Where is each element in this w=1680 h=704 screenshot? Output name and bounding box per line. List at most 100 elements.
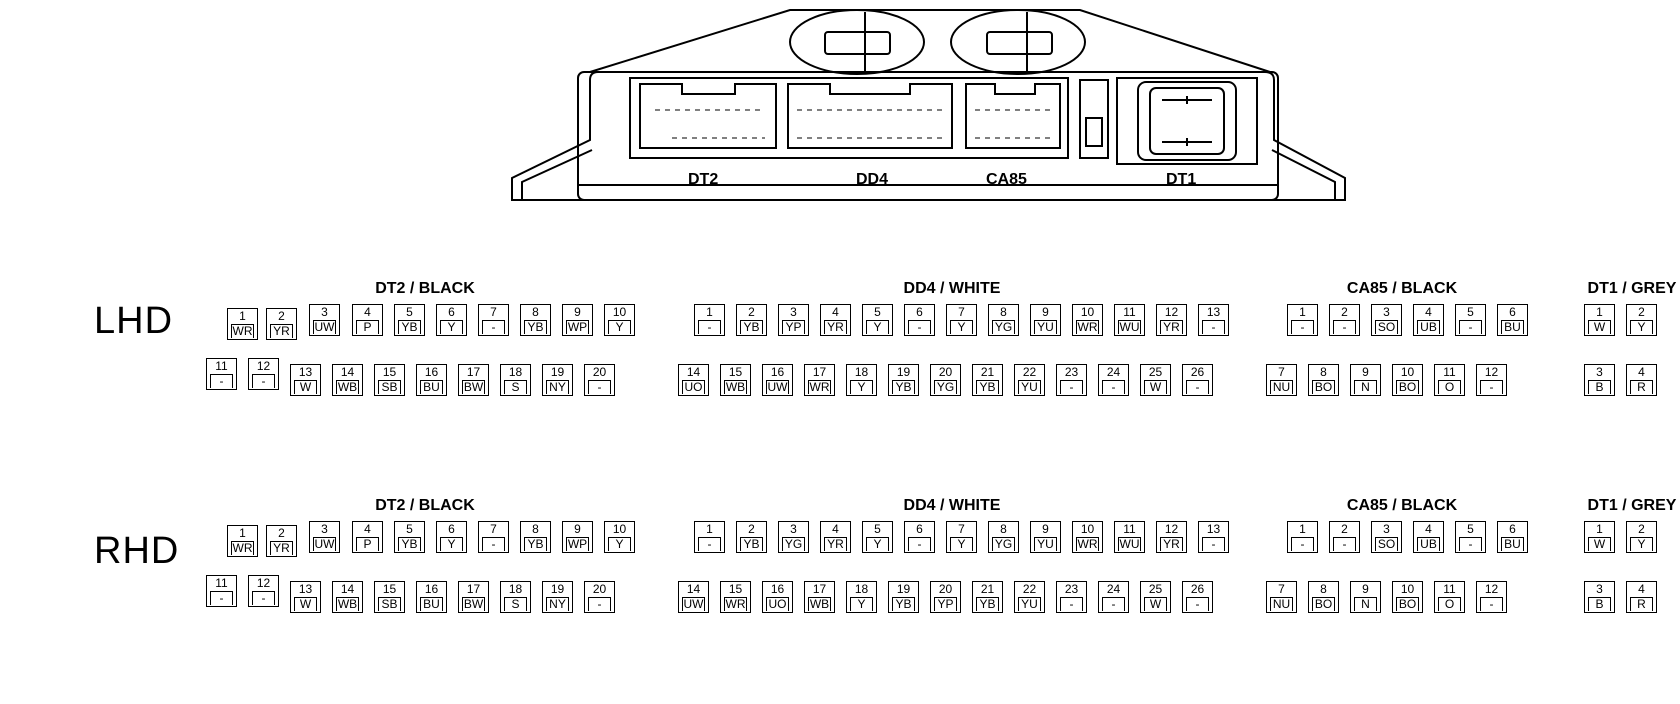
pin-wire-color: - xyxy=(1333,537,1356,551)
pin-number: 18 xyxy=(854,582,869,596)
pin-number: 20 xyxy=(938,582,953,596)
pin-wire-color: - xyxy=(1186,380,1209,394)
pin-wire-color: YP xyxy=(782,320,805,334)
pin-wire-color: WR xyxy=(808,380,831,394)
pin-number: 4 xyxy=(832,522,839,536)
pin-number: 15 xyxy=(728,582,743,596)
pin-wire-color: YR xyxy=(270,324,293,338)
pin-number: 4 xyxy=(1638,582,1645,596)
pin-number: 19 xyxy=(896,365,911,379)
pin-number: 17 xyxy=(466,582,481,596)
pin-wire-color: - xyxy=(698,320,721,334)
pin-wire-color: P xyxy=(356,320,379,334)
pin-number: 12 xyxy=(1484,582,1499,596)
pin-number: 21 xyxy=(980,365,995,379)
pin-wire-color: YB xyxy=(892,380,915,394)
pin-number: 8 xyxy=(1320,365,1327,379)
control-module-drawing xyxy=(511,9,1346,201)
pin-number: 10 xyxy=(1080,305,1095,319)
pin-number: 20 xyxy=(592,582,607,596)
pin-number: 12 xyxy=(1164,522,1179,536)
pin-number: 3 xyxy=(1596,365,1603,379)
pin-wire-color: WP xyxy=(566,537,589,551)
pin-number: 10 xyxy=(612,522,627,536)
pin-wire-color: WB xyxy=(336,380,359,394)
pin-wire-color: YU xyxy=(1018,380,1041,394)
pin-number: 1 xyxy=(1596,522,1603,536)
pin-wire-color: B xyxy=(1588,597,1611,611)
pin-number: 4 xyxy=(364,305,371,319)
pin-wire-color: WP xyxy=(566,320,589,334)
connector-pin: 23- xyxy=(1056,581,1087,613)
pin-wire-color: B xyxy=(1588,380,1611,394)
pin-number: 9 xyxy=(574,305,581,319)
pin-wire-color: - xyxy=(1202,320,1225,334)
pin-wire-color: - xyxy=(1459,537,1482,551)
pin-wire-color: YG xyxy=(992,537,1015,551)
pin-wire-color: BW xyxy=(462,597,485,611)
pin-wire-color: UO xyxy=(682,380,705,394)
pin-wire-color: Y xyxy=(850,380,873,394)
pin-wire-color: R xyxy=(1630,380,1653,394)
pin-wire-color: P xyxy=(356,537,379,551)
pin-number: 6 xyxy=(916,305,923,319)
pin-number: 26 xyxy=(1190,365,1205,379)
pin-number: 3 xyxy=(790,522,797,536)
pin-wire-color: - xyxy=(908,320,931,334)
pin-wire-color: YB xyxy=(892,597,915,611)
pin-wire-color: UW xyxy=(313,537,336,551)
pin-number: 2 xyxy=(748,305,755,319)
pin-wire-color: N xyxy=(1354,380,1377,394)
pin-wire-color: S xyxy=(504,597,527,611)
pin-number: 19 xyxy=(896,582,911,596)
pin-wire-color: - xyxy=(1060,380,1083,394)
pin-wire-color: - xyxy=(1459,320,1482,334)
pin-wire-color: Y xyxy=(608,320,631,334)
pin-wire-color: - xyxy=(588,380,611,394)
pin-wire-color: - xyxy=(1102,597,1125,611)
connector-pin: 6- xyxy=(904,521,935,553)
pin-wire-color: YP xyxy=(934,597,957,611)
pin-number: 7 xyxy=(958,522,965,536)
pin-wire-color: O xyxy=(1438,597,1461,611)
pin-wire-color: W xyxy=(294,380,317,394)
pin-wire-color: YB xyxy=(398,320,421,334)
connector-title: DD4 / WHITE xyxy=(903,497,1001,514)
pin-number: 13 xyxy=(1206,305,1221,319)
pin-wire-color: WB xyxy=(724,380,747,394)
connector-pin: 6- xyxy=(904,304,935,336)
pin-wire-color: WR xyxy=(1076,537,1099,551)
pin-wire-color: UO xyxy=(766,597,789,611)
pin-wire-color: YR xyxy=(824,537,847,551)
connector-pin: 26- xyxy=(1182,364,1213,396)
connector-pin: 20- xyxy=(584,581,615,613)
module-label-dt2: DT2 xyxy=(688,171,719,188)
pin-number: 10 xyxy=(612,305,627,319)
connector-pin: 5- xyxy=(1455,521,1486,553)
pin-wire-color: YG xyxy=(934,380,957,394)
section-label-rhd: RHD xyxy=(94,530,180,572)
